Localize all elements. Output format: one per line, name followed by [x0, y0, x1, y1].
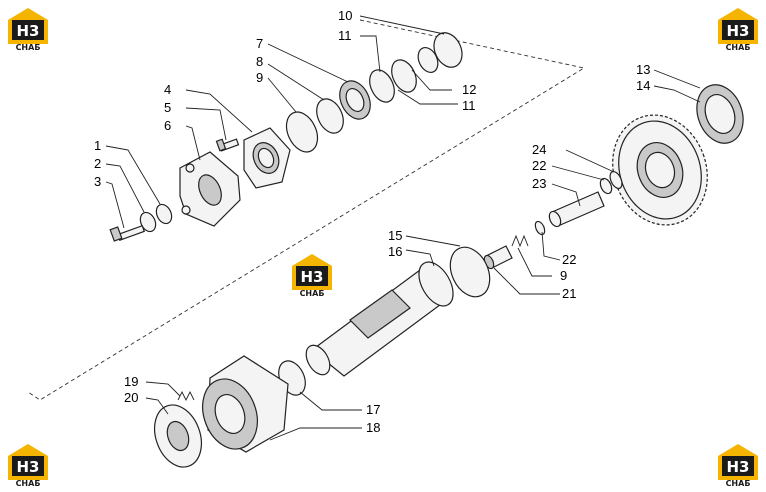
brand-logo-top-left: H3 CHAБ	[8, 8, 48, 52]
svg-text:H3: H3	[727, 22, 750, 40]
leader-lines	[105, 15, 701, 441]
part-washer-2	[139, 211, 157, 233]
part-spring-19	[177, 390, 195, 402]
part-main-shaft-16	[305, 261, 454, 377]
svg-text:CHAБ: CHAБ	[726, 43, 751, 52]
part-pin-23	[548, 191, 605, 228]
part-disc-20	[154, 404, 202, 468]
callout-6: 6	[164, 118, 171, 133]
part-bolt-5	[215, 138, 240, 152]
callout-22-top: 22	[532, 158, 546, 173]
callout-10: 10	[338, 8, 352, 23]
part-ring-22b	[534, 220, 546, 236]
callout-15: 15	[388, 228, 402, 243]
callout-17: 17	[366, 402, 380, 417]
part-gear-13	[612, 114, 708, 226]
part-circlip-12	[417, 47, 439, 73]
callout-23: 23	[532, 176, 546, 191]
callout-3: 3	[94, 174, 101, 189]
brand-logo-center: H3 CHAБ	[292, 254, 332, 298]
callout-12: 12	[462, 82, 476, 97]
part-hub-18	[202, 355, 289, 453]
svg-text:H3: H3	[301, 268, 324, 286]
part-bearing-14	[696, 84, 744, 144]
callout-13: 13	[636, 62, 650, 77]
callout-11-top: 11	[338, 28, 352, 43]
callout-9-bottom: 9	[560, 268, 567, 283]
svg-text:CHAБ: CHAБ	[726, 479, 751, 488]
svg-text:H3: H3	[17, 22, 40, 40]
part-ring-11a	[369, 69, 395, 103]
part-ring-8	[316, 98, 344, 134]
part-ring-11b	[391, 59, 417, 93]
callout-18: 18	[366, 420, 380, 435]
callout-24: 24	[532, 142, 546, 157]
brand-logo-top-right: H3 CHAБ	[718, 8, 758, 52]
svg-text:CHAБ: CHAБ	[16, 479, 41, 488]
callout-16: 16	[388, 244, 402, 259]
callout-labels: 10 11 7 8 9 12 11 4 5 6 1 2 3 13 14 24 2…	[94, 8, 650, 435]
part-bearing-7-inner	[345, 88, 365, 112]
part-bolt-3	[109, 224, 146, 242]
part-oring-9	[285, 111, 319, 153]
callout-1: 1	[94, 138, 101, 153]
callout-4: 4	[164, 82, 171, 97]
brand-logo-bottom-left: H3 CHAБ	[8, 444, 48, 488]
part-washer-1	[155, 203, 173, 225]
svg-text:H3: H3	[17, 458, 40, 476]
part-yoke-flange-6	[179, 151, 241, 227]
svg-text:H3: H3	[727, 458, 750, 476]
part-spring-9	[511, 234, 529, 248]
callout-2: 2	[94, 156, 101, 171]
callout-14: 14	[636, 78, 650, 93]
part-ring-24	[609, 170, 623, 190]
brand-logo-bottom-right: H3 CHAБ	[718, 444, 758, 488]
assembly-boundary	[27, 19, 586, 401]
part-oring-15	[449, 246, 491, 298]
part-ring-22a	[599, 177, 613, 195]
callout-9-top: 9	[256, 70, 263, 85]
svg-text:CHAБ: CHAБ	[300, 289, 325, 298]
callout-22-bottom: 22	[562, 252, 576, 267]
callout-19: 19	[124, 374, 138, 389]
callout-5: 5	[164, 100, 171, 115]
part-bearing-cap-4	[243, 127, 291, 189]
callout-11-mid: 11	[462, 98, 476, 113]
callout-20: 20	[124, 390, 138, 405]
svg-text:CHAБ: CHAБ	[16, 43, 41, 52]
callout-21: 21	[562, 286, 576, 301]
callout-8: 8	[256, 54, 263, 69]
callout-7: 7	[256, 36, 263, 51]
